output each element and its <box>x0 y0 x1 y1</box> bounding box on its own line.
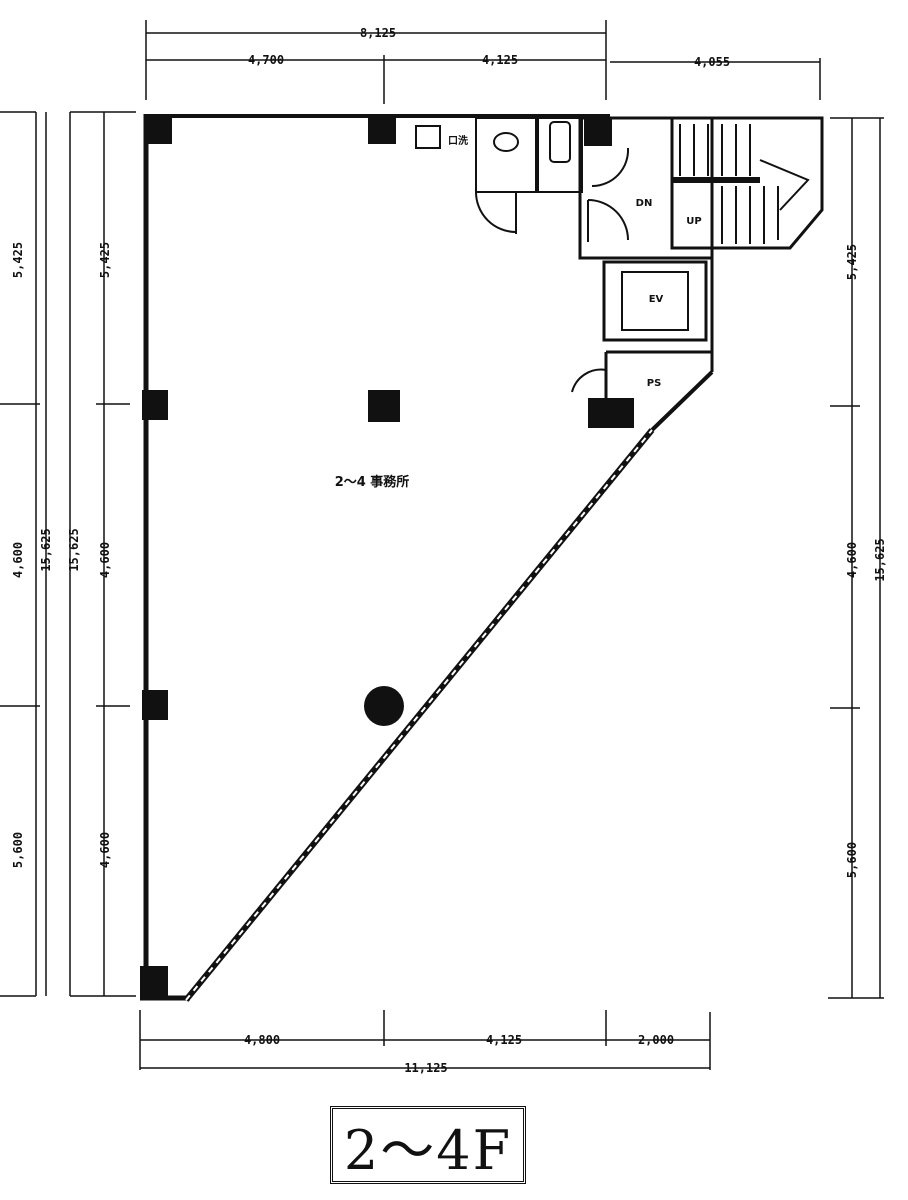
dn-label: DN <box>636 198 653 209</box>
right-dimension-lines <box>828 117 884 999</box>
dim-bottom-overall: 11,125 <box>404 1061 447 1075</box>
dim-top-right: 4,055 <box>694 55 730 69</box>
dim-top-left: 4,700 <box>248 53 284 67</box>
column-top-mid <box>368 116 396 144</box>
dim-left-upper: 5,425 <box>11 242 25 278</box>
column-right <box>588 398 634 428</box>
dim-left-total-a: 15,625 <box>39 528 53 571</box>
elevator-shaft <box>602 260 708 342</box>
dim-top-mid: 4,125 <box>482 53 518 67</box>
urinal <box>549 121 571 163</box>
dim-right-mid: 4,600 <box>845 542 859 578</box>
outer-walls <box>140 114 714 1002</box>
dim-right-upper: 5,425 <box>845 244 859 280</box>
dim-inner-mid: 4,600 <box>98 542 112 578</box>
door-swing-toilet <box>475 191 517 233</box>
dim-right-lower: 5,600 <box>845 842 859 878</box>
dim-bottom-mid: 4,125 <box>486 1033 522 1047</box>
room-label-office: 2〜4 事務所 <box>335 474 410 490</box>
dim-bottom-right: 2,000 <box>638 1033 674 1047</box>
column-left-lower <box>142 690 168 720</box>
left-dimension-lines <box>0 111 136 997</box>
dim-bottom-left: 4,800 <box>244 1033 280 1047</box>
ps-label: PS <box>647 378 662 389</box>
column-left-upper <box>142 390 168 420</box>
up-label: UP <box>686 216 701 227</box>
dim-top-overall: 8,125 <box>360 26 396 40</box>
columns <box>140 116 634 1000</box>
elevator-label: EV <box>649 294 664 305</box>
column-top-left <box>144 116 172 144</box>
core-area <box>415 116 824 398</box>
door-swing-ps <box>571 368 607 393</box>
column-top-right <box>584 118 612 146</box>
wash-basin <box>415 125 441 149</box>
top-dimension-lines <box>145 20 821 104</box>
dim-right-total: 15,625 <box>873 538 887 581</box>
column-center <box>368 390 400 422</box>
wash-label: 口洗 <box>448 134 468 147</box>
floor-label: 2〜4F <box>330 1106 526 1184</box>
bottom-dimension-lines <box>139 1010 711 1070</box>
toilet-bowl <box>493 132 519 152</box>
dim-left-mid: 4,600 <box>11 542 25 578</box>
door-swing-corridor <box>587 199 629 241</box>
dim-left-lower: 5,600 <box>11 832 25 868</box>
stair-outline <box>670 116 824 250</box>
column-bottom-left <box>140 966 168 1000</box>
dim-inner-lower: 4,600 <box>98 832 112 868</box>
floor-plan: 8,125 4,700 4,125 4,055 5,425 4,600 5,60… <box>0 20 887 1075</box>
dim-left-total-b: 15,625 <box>67 528 81 571</box>
round-column <box>364 686 404 726</box>
dim-inner-upper: 5,425 <box>98 242 112 278</box>
